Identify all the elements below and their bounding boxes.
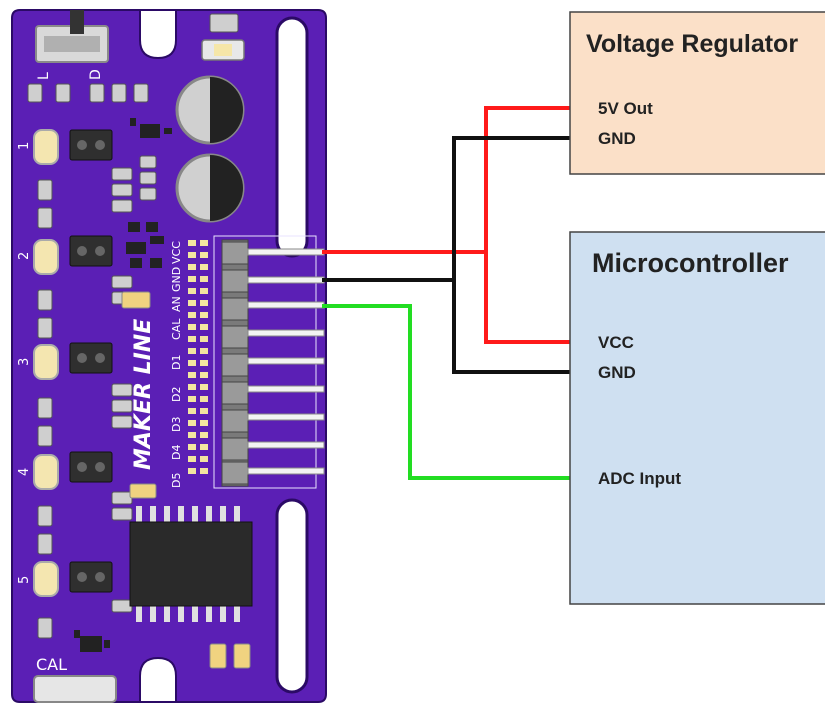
wire-gnd-mcu xyxy=(452,280,588,374)
svg-text:GND: GND xyxy=(170,267,183,292)
microcontroller-title: Microcontroller xyxy=(592,248,789,278)
mode-switch: L D xyxy=(35,10,109,80)
wire-an xyxy=(322,304,588,480)
svg-text:D3: D3 xyxy=(170,417,183,432)
capacitor-2 xyxy=(175,153,245,223)
sensor-number-3: 3 xyxy=(17,358,32,366)
wire-vcc xyxy=(322,106,588,254)
regulator-pin-5v-out: 5V Out xyxy=(598,99,653,118)
mounting-slot-top xyxy=(275,16,309,258)
switch-label-l: L xyxy=(36,72,52,80)
svg-text:VCC: VCC xyxy=(170,241,183,264)
solder-pads xyxy=(188,240,208,474)
capacitor-1 xyxy=(175,75,245,145)
svg-text:CAL: CAL xyxy=(170,318,183,340)
sensor-number-5: 5 xyxy=(17,576,32,584)
maker-line-board: L D xyxy=(11,9,327,703)
pin-silk-labels: VCC GND AN CAL D1 D2 D3 D4 D5 xyxy=(170,241,183,488)
wire-gnd xyxy=(322,136,588,282)
ic-chip xyxy=(129,506,253,622)
sensor-number-1: 1 xyxy=(17,142,32,150)
voltage-regulator-box: Voltage Regulator 5V Out GND xyxy=(569,11,825,175)
cal-button xyxy=(33,675,117,703)
brand-text: MAKER LINE xyxy=(131,319,156,470)
regulator-title: Voltage Regulator xyxy=(586,30,798,58)
ir-sensors xyxy=(69,129,113,593)
svg-text:D4: D4 xyxy=(170,445,183,460)
svg-text:D1: D1 xyxy=(170,355,183,370)
header-pins xyxy=(221,239,325,487)
svg-text:D2: D2 xyxy=(170,387,183,402)
mcu-pin-vcc: VCC xyxy=(598,333,634,352)
switch-label-d: D xyxy=(88,69,104,80)
sensor-number-2: 2 xyxy=(17,252,32,260)
sensor-leds xyxy=(33,129,59,597)
regulator-pin-gnd: GND xyxy=(598,129,636,148)
sensor-number-4: 4 xyxy=(17,468,32,476)
mcu-pin-gnd: GND xyxy=(598,363,636,382)
mounting-slot-bottom xyxy=(275,498,309,694)
svg-text:D5: D5 xyxy=(170,473,183,488)
wires xyxy=(322,106,588,480)
microcontroller-box: Microcontroller VCC GND ADC Input xyxy=(569,231,825,605)
wire-vcc-mcu xyxy=(484,252,588,344)
mcu-pin-adc-input: ADC Input xyxy=(598,469,681,488)
cal-label: CAL xyxy=(36,655,67,674)
svg-text:AN: AN xyxy=(170,296,183,312)
